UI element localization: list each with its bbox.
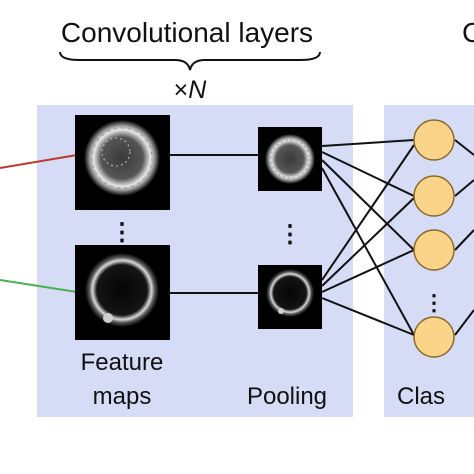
- pool-to-classifier-edges: [321, 139, 415, 336]
- classifier-node-3: [413, 229, 455, 271]
- right-title-fragment: C: [462, 17, 474, 48]
- classifier-label-fragment: Clas: [397, 383, 445, 410]
- classifier-nodes: [413, 119, 455, 358]
- classifier-node-2: [413, 175, 455, 217]
- layers-brace: [59, 51, 321, 71]
- pooling-dots: ⋮: [278, 221, 302, 248]
- pooled-map-top: [258, 127, 322, 191]
- feature-dots: ⋮: [110, 219, 134, 246]
- feature-maps-label-line2: maps: [93, 383, 152, 410]
- feature-maps-label-line1: Feature: [81, 349, 164, 376]
- input-edge-red: [0, 154, 78, 169]
- classifier-dots: ⋮: [423, 290, 445, 315]
- classifier-node-4: [413, 316, 455, 358]
- feature-map-bottom: [75, 245, 170, 340]
- conv-layers-title: Convolutional layers: [61, 17, 313, 48]
- repeat-multiplier: ×N: [174, 76, 208, 104]
- classifier-out-edges: [454, 139, 474, 336]
- input-edge-green: [0, 279, 78, 293]
- classifier-node-1: [413, 119, 455, 161]
- feature-map-top: [75, 115, 170, 210]
- pooling-label: Pooling: [247, 383, 327, 410]
- pooled-map-bottom: [258, 265, 322, 329]
